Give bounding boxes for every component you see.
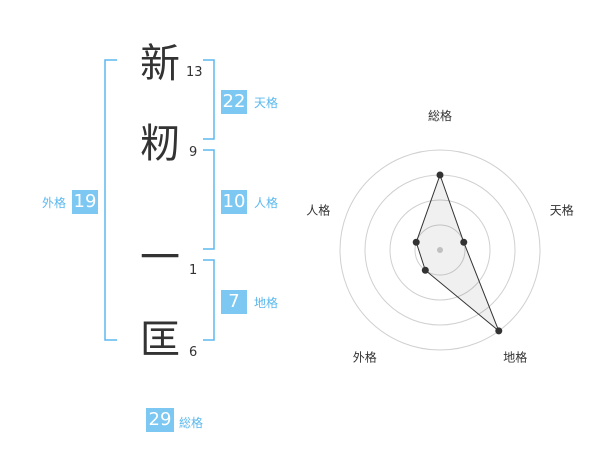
jinkaku-bracket (203, 149, 215, 250)
radar-center (437, 247, 443, 253)
radar-axis-label-3: 地格 (503, 350, 527, 365)
gaikaku-label: 外格 (41, 196, 66, 210)
radar-ring-2 (389, 199, 491, 301)
radar-axis-label-4: 外格 (353, 350, 377, 365)
gaikaku-value: 19 (72, 190, 98, 214)
stroke-count-1: 13 (186, 65, 203, 80)
radar-axis-label-1: 総格 (428, 108, 452, 123)
tenkaku-label: 天格 (254, 96, 279, 110)
radar-point-2 (460, 238, 468, 246)
stroke-count-2: 9 (189, 145, 198, 160)
tenkaku-bracket (203, 59, 215, 140)
name-char-1: 新 (140, 41, 180, 87)
soukaku-value: 29 (146, 408, 174, 432)
radar-point-3 (495, 327, 503, 335)
radar-point-4 (421, 266, 429, 274)
radar-axis-label-5: 人格 (306, 202, 330, 217)
soukaku-label: 総格 (179, 416, 204, 430)
stroke-count-3: 1 (189, 263, 198, 278)
name-char-2: 籾 (140, 121, 180, 167)
name-char-3: 一 (140, 235, 180, 281)
gaikaku-bracket (104, 59, 117, 341)
chikaku-value: 7 (221, 290, 247, 314)
tenkaku-value: 22 (221, 90, 247, 114)
stroke-count-4: 6 (189, 345, 198, 360)
radar-rings (339, 149, 541, 351)
radar-point-5 (412, 238, 420, 246)
radar-polygon (415, 173, 500, 332)
radar-area (415, 173, 500, 332)
radar-point-1 (436, 171, 444, 179)
radar-axis-label-2: 天格 (550, 202, 574, 217)
name-char-4: 匡 (140, 317, 180, 363)
radar-ring-1 (414, 224, 466, 276)
radar-points (412, 171, 503, 335)
chikaku-label: 地格 (254, 296, 279, 310)
jinkaku-label: 人格 (254, 196, 279, 210)
jinkaku-value: 10 (221, 190, 247, 214)
chikaku-bracket (203, 259, 215, 341)
radar-ring-4 (339, 149, 541, 351)
